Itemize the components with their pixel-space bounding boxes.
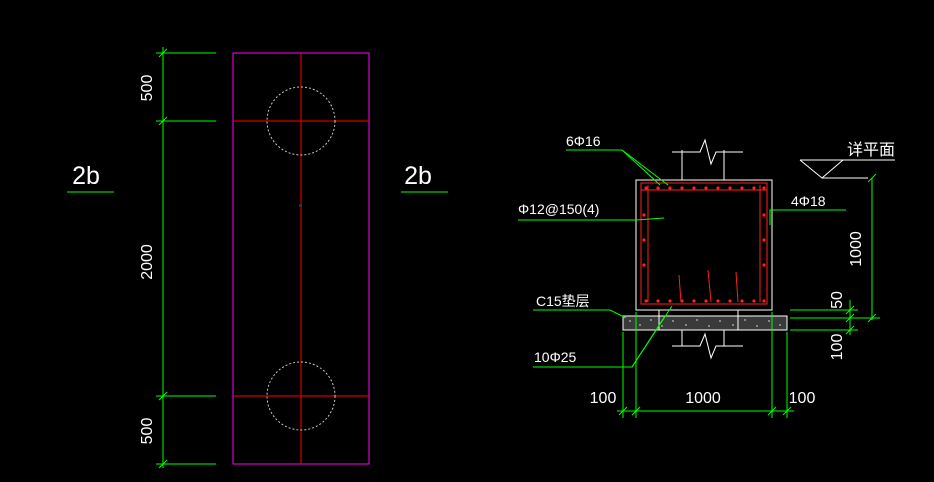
plan-dim-top-label: 500 bbox=[139, 75, 156, 102]
rebar-cage bbox=[640, 182, 768, 305]
pile-top-circle bbox=[266, 86, 336, 156]
cushion-hatch bbox=[629, 319, 781, 327]
plan-dim-bottom-label: 500 bbox=[139, 418, 156, 445]
label-bottom-bars: 10Φ25 bbox=[534, 349, 577, 365]
plan-dimension-chain bbox=[156, 47, 216, 469]
label-side-bars: 4Φ18 bbox=[791, 193, 826, 209]
dim-cushion-label: 100 bbox=[829, 334, 846, 361]
cushion-layer bbox=[622, 315, 788, 331]
section-mark-right: 2b bbox=[404, 162, 432, 190]
pile-cap-section bbox=[635, 179, 773, 311]
section-vertical-dims bbox=[790, 173, 880, 335]
label-cushion: C15垫层 bbox=[536, 293, 590, 309]
plan-view: 500 2000 500 2b 2b bbox=[67, 47, 448, 469]
label-top-bars: 6Φ16 bbox=[566, 133, 601, 149]
label-stirrups: Φ12@150(4) bbox=[518, 201, 599, 217]
rebar-dots bbox=[642, 186, 766, 303]
section-horizontal-dims bbox=[617, 312, 794, 418]
dim-height-label: 1000 bbox=[848, 231, 865, 267]
dim-cover-label: 50 bbox=[829, 291, 846, 309]
center-mark bbox=[299, 204, 302, 207]
elevation-marker bbox=[799, 159, 895, 179]
section-mark-left: 2b bbox=[72, 162, 100, 190]
plan-dim-middle-label: 2000 bbox=[139, 244, 156, 280]
column-stub bbox=[672, 138, 743, 180]
label-detail-ref: 详平面 bbox=[847, 141, 895, 159]
dim-width-label: 1000 bbox=[685, 390, 721, 407]
pile-stub bbox=[658, 309, 743, 360]
leader-lines bbox=[518, 149, 846, 368]
pile-bottom-circle bbox=[266, 361, 336, 431]
plan-axis-lines bbox=[233, 53, 369, 464]
dim-right-label: 100 bbox=[789, 390, 816, 407]
section-view: 6Φ16 Φ12@150(4) 4Φ18 C15垫层 10Φ25 详平面 100… bbox=[518, 133, 895, 418]
dim-left-label: 100 bbox=[590, 390, 617, 407]
